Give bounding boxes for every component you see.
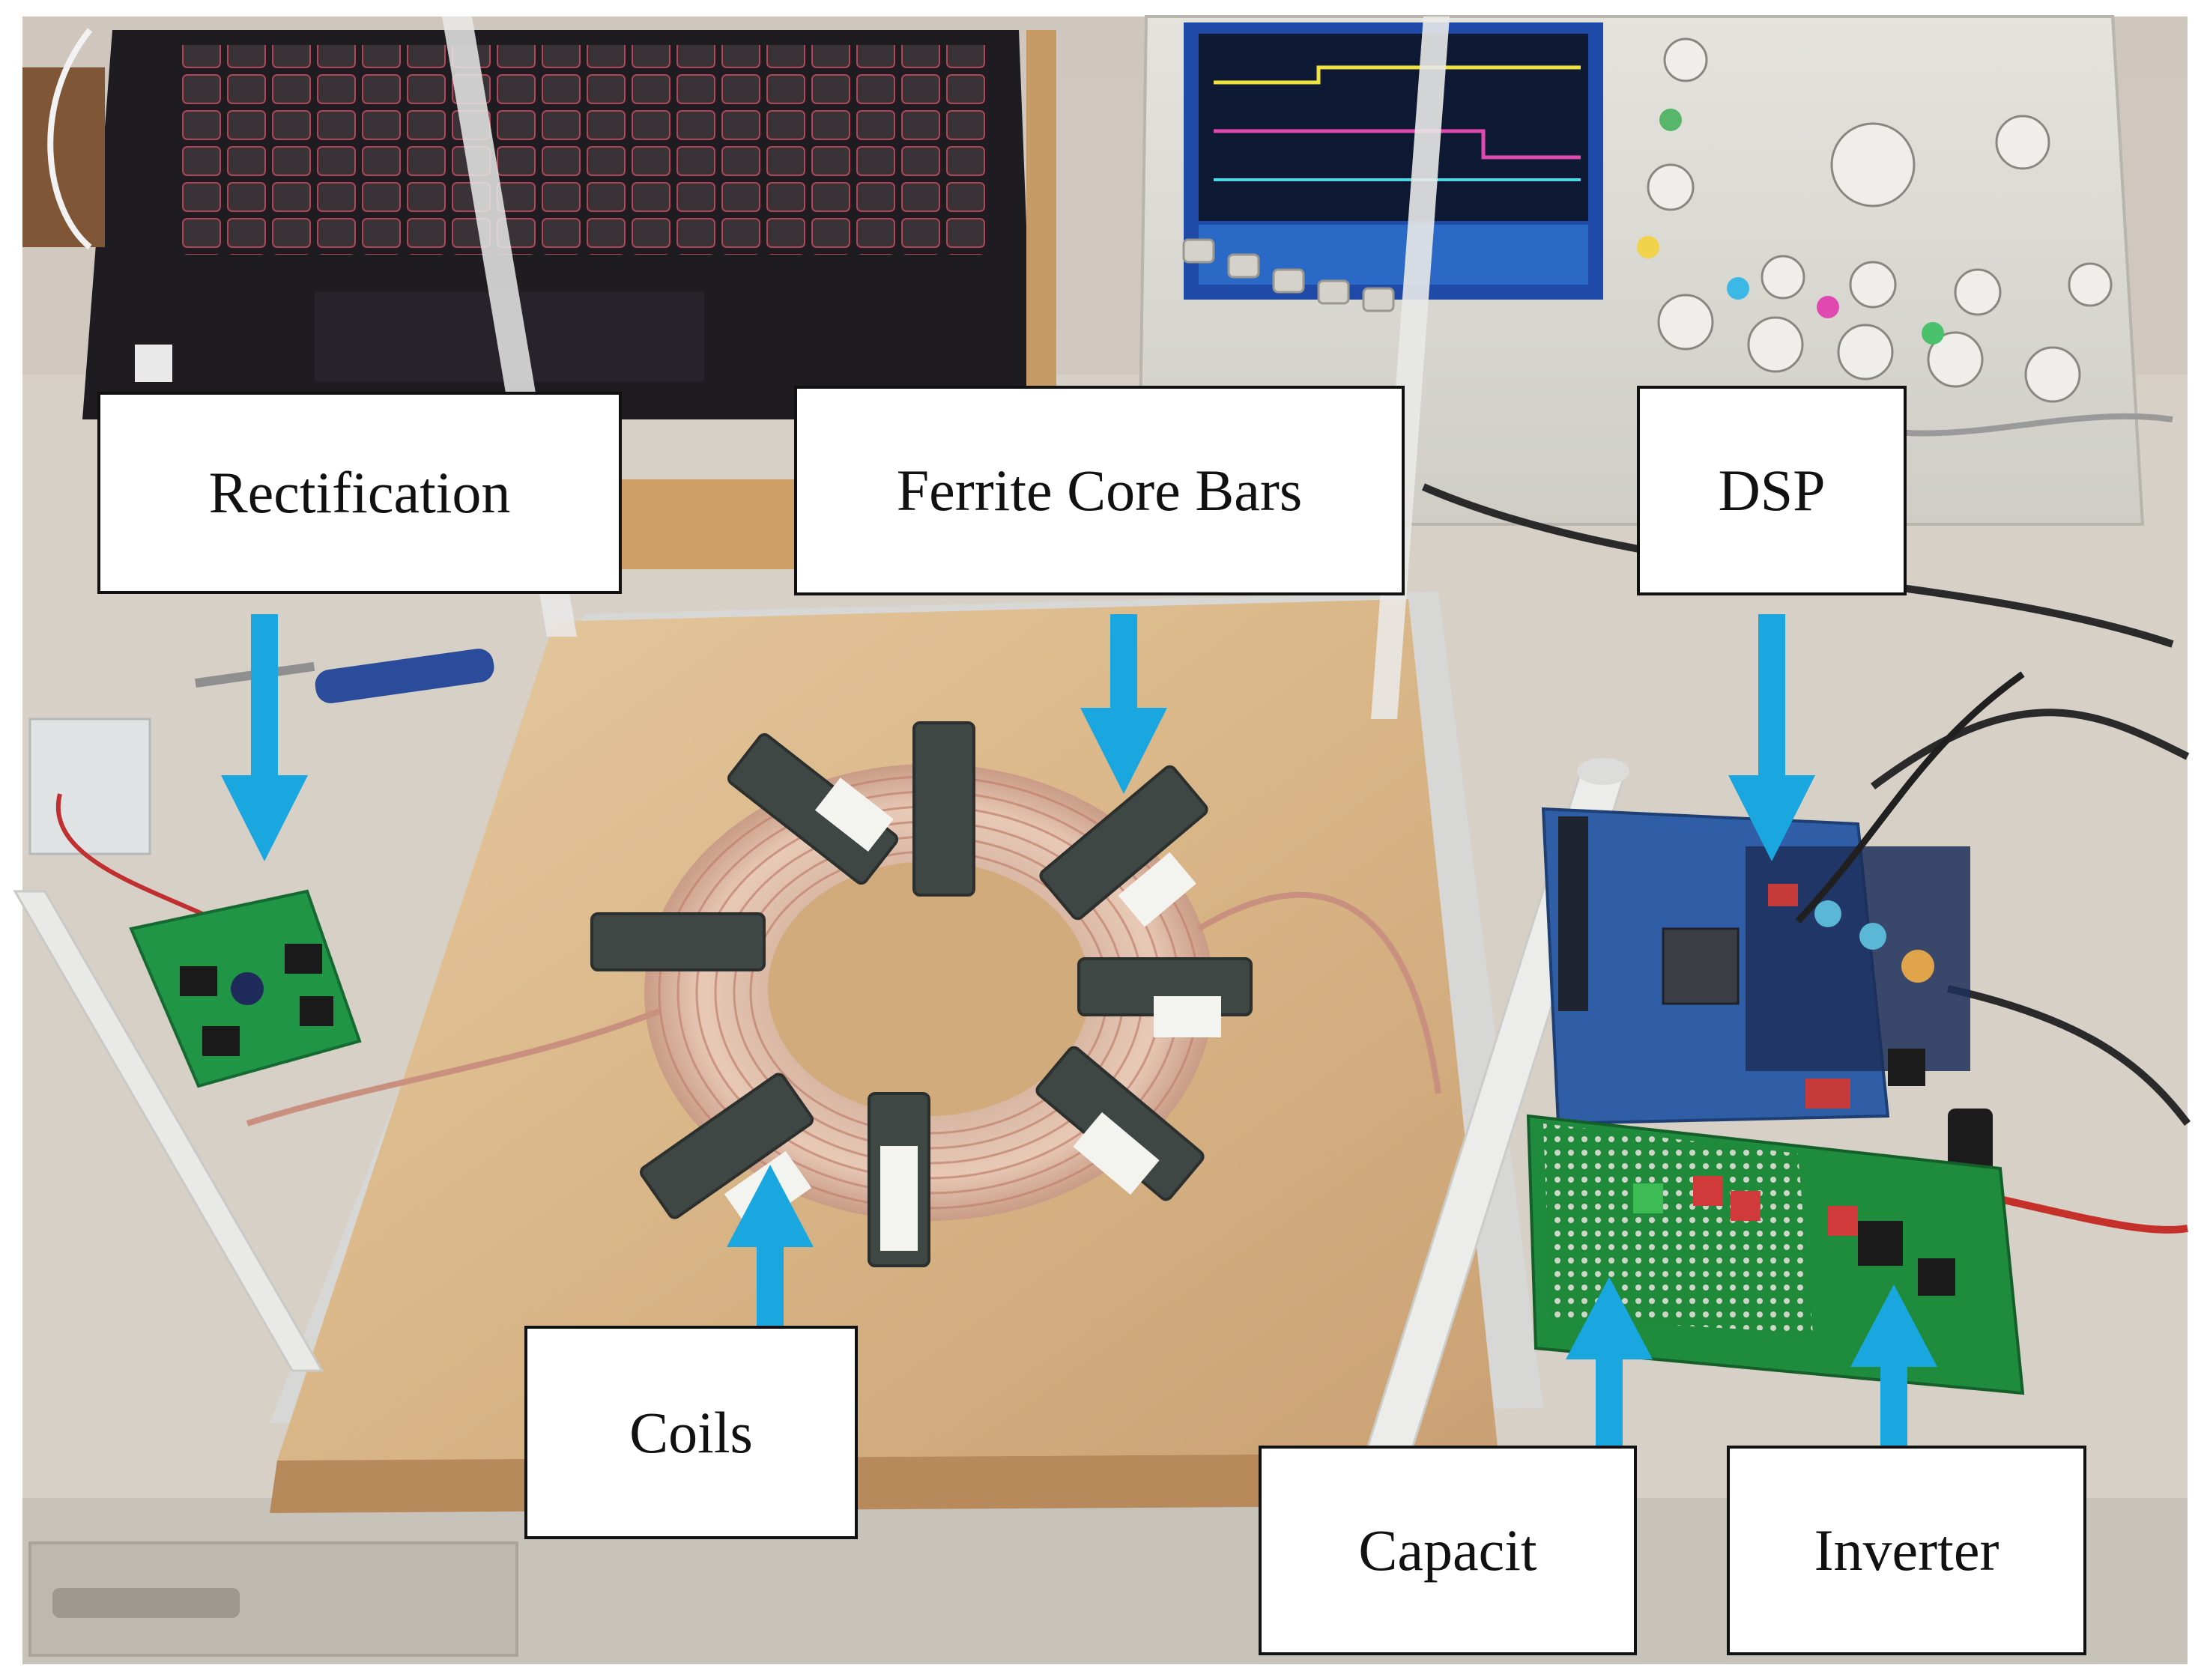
coil-lead-right: [1196, 891, 1441, 1094]
laptop-keyboard: [180, 45, 989, 255]
ferrite-bar-top-left: [727, 733, 899, 885]
oscilloscope-channel-buttons: [1637, 109, 1944, 345]
label-rectification: Rectification: [97, 392, 622, 594]
label-inverter-text: Inverter: [1814, 1517, 1999, 1583]
support-rod-right-top: [1577, 758, 1629, 785]
label-capacitor-text: Capacit: [1358, 1517, 1537, 1583]
ferrite-bar-top: [912, 721, 975, 897]
oscilloscope-trace-yellow: [1214, 65, 1581, 85]
label-dsp-text: DSP: [1718, 458, 1826, 523]
label-coils: Coils: [524, 1326, 858, 1539]
dsp-probe-cable: [1795, 671, 2025, 924]
label-capacitor: Capacit: [1259, 1446, 1637, 1655]
rectification-board-chips: [180, 944, 333, 1056]
label-inverter: Inverter: [1727, 1446, 2086, 1655]
screwdriver: [315, 649, 494, 703]
label-coils-text: Coils: [629, 1399, 753, 1465]
cap-block: [28, 718, 151, 855]
inverter-components: [1633, 1176, 1955, 1296]
coil-lead-left: [246, 1008, 661, 1126]
label-ferrite-core-bars-text: Ferrite Core Bars: [896, 458, 1303, 523]
coil-ring-hole: [768, 861, 1090, 1116]
drawer-handle: [52, 1588, 240, 1618]
wooden-cup: [22, 67, 105, 247]
white-cable: [47, 28, 93, 250]
label-rectification-text: Rectification: [208, 460, 511, 525]
oscilloscope-front-buttons: [1182, 238, 1395, 312]
dsp-header: [1558, 816, 1588, 1011]
capacitor-board: [1543, 1123, 1813, 1333]
black-cable-2: [1871, 709, 2190, 790]
red-wire: [55, 793, 204, 916]
dsp-components: [1768, 884, 1993, 1176]
support-rod-left: [13, 890, 324, 1372]
laptop-sticker: [135, 345, 172, 382]
oscilloscope-knobs: [1647, 37, 2113, 403]
black-cable-3: [1946, 985, 2191, 1126]
label-ferrite-core-bars: Ferrite Core Bars: [794, 386, 1405, 595]
oscilloscope-trace-magenta: [1214, 129, 1581, 160]
oscilloscope-screen-inner: [1199, 34, 1588, 221]
dsp-chip: [1662, 927, 1740, 1005]
rectification-board-cap: [231, 972, 264, 1005]
ferrite-bar-top-right: [1039, 765, 1208, 921]
dsp-daughter-board: [1746, 846, 1970, 1071]
ferrite-bar-left: [590, 912, 766, 971]
label-dsp: DSP: [1637, 386, 1907, 595]
oscilloscope-status-bar: [1199, 225, 1588, 285]
